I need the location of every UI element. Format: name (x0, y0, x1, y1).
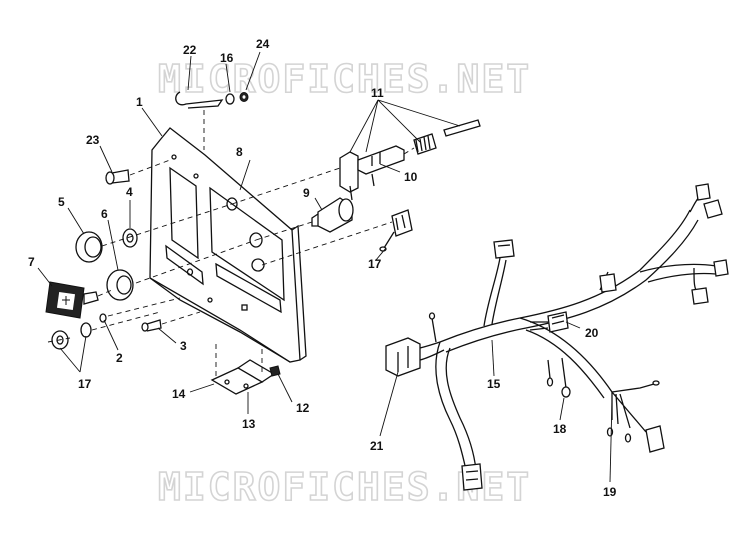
breaker-7 (45, 281, 113, 319)
callout-1: 1 (136, 95, 143, 109)
callout-23: 23 (86, 133, 100, 147)
control-panel-plate (149, 127, 307, 363)
callout-9: 9 (303, 186, 310, 200)
watermark-top: MICROFICHES.NET (158, 57, 531, 101)
callout-labels: 1 2 3 4 5 6 7 8 9 10 11 12 13 14 15 16 1… (28, 37, 617, 499)
key-switch-9 (255, 197, 354, 241)
callout-10: 10 (404, 170, 418, 184)
nut-washer-knob-group (75, 203, 257, 301)
relay-assembly-10-11 (231, 119, 481, 205)
callout-11: 11 (371, 86, 384, 100)
callout-21: 21 (370, 439, 384, 453)
callout-18: 18 (553, 422, 567, 436)
callout-14: 14 (172, 387, 186, 401)
callout-22: 22 (183, 43, 197, 57)
nut-17-lower (47, 330, 71, 350)
hitch-pin-assembly (175, 91, 249, 150)
callout-5: 5 (58, 195, 65, 209)
bolt-3 (141, 311, 201, 332)
callout-7: 7 (28, 255, 35, 269)
callout-11-leaders (349, 99, 461, 153)
callout-2: 2 (116, 351, 123, 365)
screw-23 (105, 159, 171, 185)
callout-17-lower: 17 (78, 377, 92, 391)
callout-20: 20 (585, 326, 599, 340)
wiring-harness-15 (435, 195, 717, 471)
callout-3: 3 (180, 339, 187, 353)
callout-19: 19 (603, 485, 617, 499)
callout-24: 24 (256, 37, 270, 51)
callout-16: 16 (220, 51, 234, 65)
callout-6: 6 (101, 207, 108, 221)
leader-lines (37, 51, 613, 483)
callout-12: 12 (296, 401, 310, 415)
fastener-2 (80, 297, 181, 338)
bracket-14-13-12 (210, 340, 281, 395)
callout-13: 13 (242, 417, 256, 431)
callout-15: 15 (487, 377, 501, 391)
callout-8: 8 (236, 145, 243, 159)
toggle-switch-17 (261, 209, 413, 266)
callout-4: 4 (126, 185, 133, 199)
callout-17-upper: 17 (368, 257, 382, 271)
